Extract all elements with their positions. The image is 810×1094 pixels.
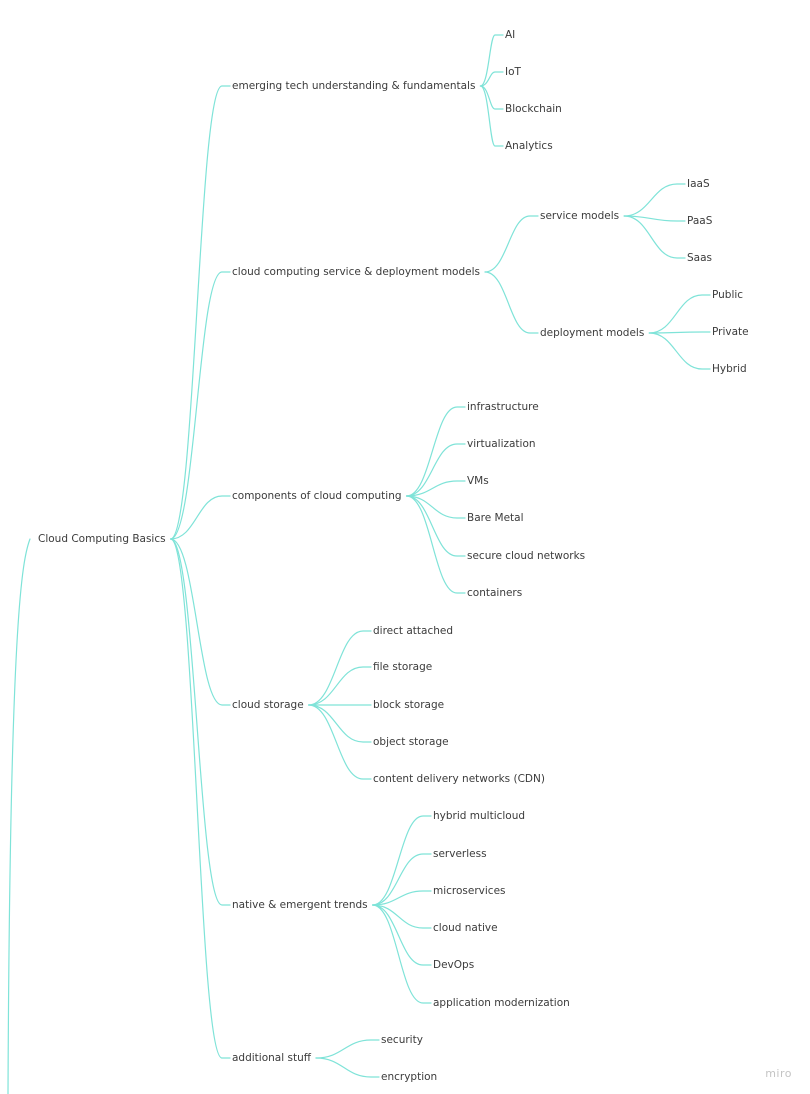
connector-components-to-bare-metal: [405, 495, 466, 519]
miro-watermark: miro: [765, 1067, 792, 1080]
connector-service-deploy-to-deployment-models: [484, 271, 539, 334]
connector-service-models-to-iaas: [623, 183, 686, 217]
node-emerging[interactable]: emerging tech understanding & fundamenta…: [232, 80, 476, 92]
connector-components-to-secure-networks: [405, 495, 466, 557]
node-analytics[interactable]: Analytics: [505, 140, 553, 152]
node-microservices[interactable]: microservices: [433, 885, 506, 897]
node-security[interactable]: security: [381, 1034, 423, 1046]
node-hybrid[interactable]: Hybrid: [712, 363, 747, 375]
node-infrastructure[interactable]: infrastructure: [467, 401, 539, 413]
connector-additional-to-security: [315, 1039, 380, 1059]
connector-trends-to-cloud-native: [372, 904, 432, 929]
connector-additional-to-encryption: [315, 1057, 380, 1078]
node-serverless[interactable]: serverless: [433, 848, 487, 860]
node-encryption[interactable]: encryption: [381, 1071, 438, 1083]
connector-service-models-to-saas: [623, 215, 686, 259]
node-block-storage[interactable]: block storage: [373, 699, 445, 711]
connector-storage-to-direct-attached: [308, 630, 372, 706]
connector-storage-to-file-storage: [308, 666, 372, 706]
connector-emerging-to-ai: [479, 34, 504, 87]
node-iaas[interactable]: IaaS: [687, 178, 710, 190]
node-cdn[interactable]: content delivery networks (CDN): [373, 773, 545, 785]
node-additional[interactable]: additional stuff: [232, 1052, 311, 1064]
node-iot[interactable]: IoT: [505, 66, 521, 78]
node-file-storage[interactable]: file storage: [373, 661, 433, 673]
node-storage[interactable]: cloud storage: [232, 699, 304, 711]
connector-components-to-infrastructure: [405, 406, 466, 497]
node-vms[interactable]: VMs: [467, 475, 489, 487]
node-trends[interactable]: native & emergent trends: [232, 899, 368, 911]
node-cloud-native[interactable]: cloud native: [433, 922, 498, 934]
connector-emerging-to-analytics: [479, 85, 504, 147]
connector-root-to-trends: [170, 538, 231, 906]
connector-root-to-emerging: [170, 85, 231, 540]
node-root[interactable]: Cloud Computing Basics: [38, 533, 166, 545]
node-private[interactable]: Private: [712, 326, 749, 338]
node-blockchain[interactable]: Blockchain: [505, 103, 562, 115]
connector-trends-to-app-modernization: [372, 904, 432, 1004]
node-paas[interactable]: PaaS: [687, 215, 713, 227]
connector-root-to-additional: [170, 538, 231, 1059]
node-direct-attached[interactable]: direct attached: [373, 625, 454, 637]
connector-components-to-vms: [405, 480, 466, 497]
node-ai[interactable]: AI: [505, 29, 516, 41]
node-saas[interactable]: Saas: [687, 252, 713, 264]
node-service-models[interactable]: service models: [540, 210, 620, 222]
connector-service-deploy-to-service-models: [484, 215, 539, 273]
connector-deployment-models-to-hybrid: [648, 332, 711, 370]
node-devops[interactable]: DevOps: [433, 959, 475, 971]
connector-trends-to-hybrid-multicloud: [372, 815, 432, 906]
node-app-modernization[interactable]: application modernization: [433, 997, 570, 1009]
node-hybrid-multicloud[interactable]: hybrid multicloud: [433, 810, 526, 822]
connector-emerging-to-iot: [479, 71, 504, 87]
connector-trends-to-serverless: [372, 853, 432, 906]
connector-root-to-storage: [170, 538, 231, 706]
node-service-deploy[interactable]: cloud computing service & deployment mod…: [232, 266, 480, 278]
node-containers[interactable]: containers: [467, 587, 523, 599]
node-secure-networks[interactable]: secure cloud networks: [467, 550, 586, 562]
connector-root-to-service-deploy: [170, 271, 231, 540]
node-components[interactable]: components of cloud computing: [232, 490, 402, 502]
connector-trends-to-devops: [372, 904, 432, 966]
node-public[interactable]: Public: [712, 289, 744, 301]
node-bare-metal[interactable]: Bare Metal: [467, 512, 524, 524]
connector-storage-to-cdn: [308, 704, 372, 780]
connector-deployment-models-to-private: [648, 331, 711, 334]
connector-service-models-to-paas: [623, 215, 686, 222]
connector-deployment-models-to-public: [648, 294, 711, 334]
connector-root-stem: [7, 538, 31, 1094]
node-virtualization[interactable]: virtualization: [467, 438, 536, 450]
connector-root-to-components: [170, 495, 231, 540]
connector-trends-to-microservices: [372, 890, 432, 906]
connector-components-to-containers: [405, 495, 466, 594]
connector-components-to-virtualization: [405, 443, 466, 497]
connector-storage-to-object-storage: [308, 704, 372, 743]
node-deployment-models[interactable]: deployment models: [540, 327, 645, 339]
node-object-storage[interactable]: object storage: [373, 736, 449, 748]
